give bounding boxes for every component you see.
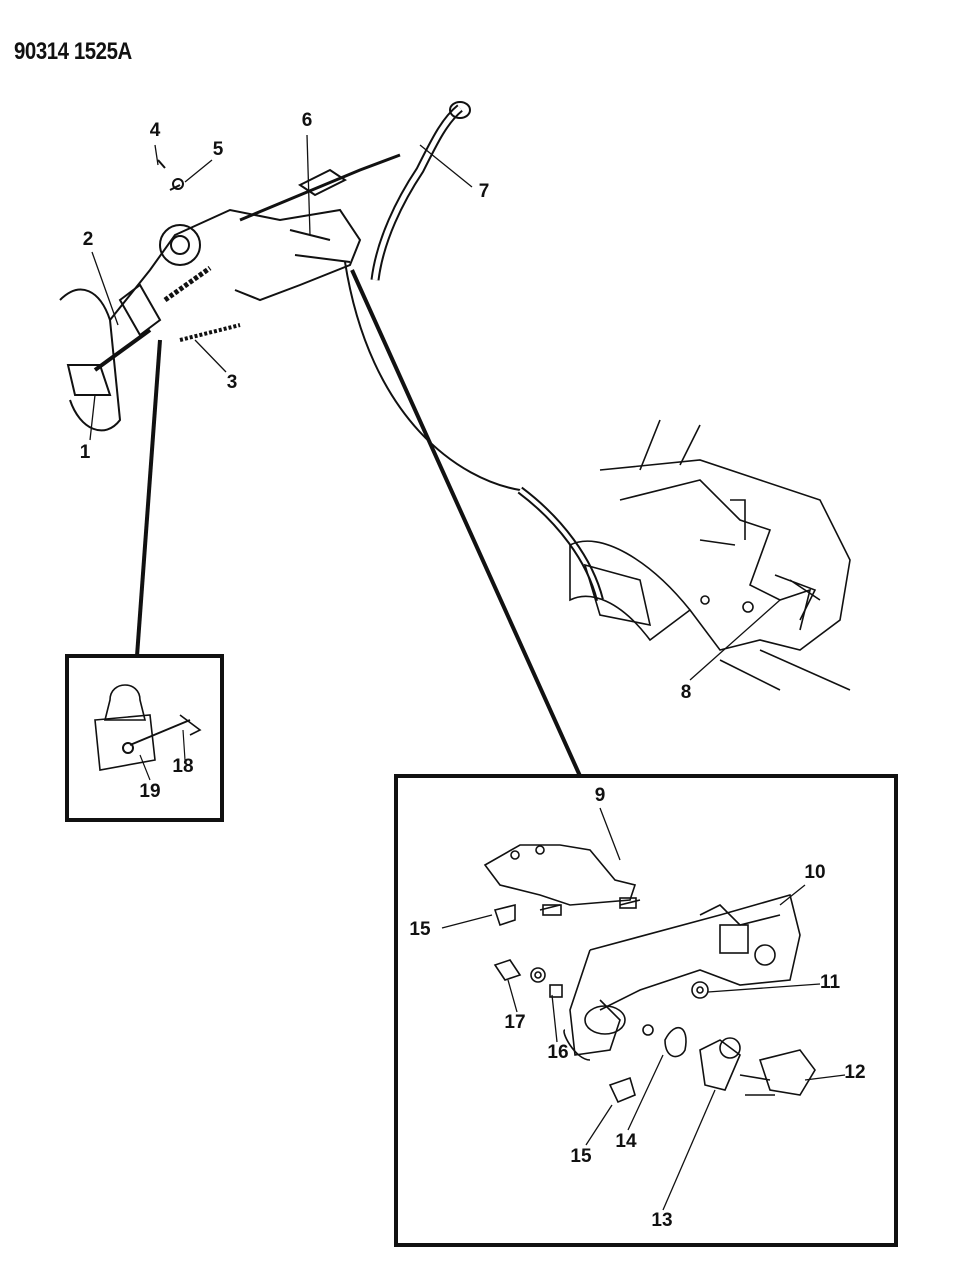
callout-6: 6 [301, 110, 313, 131]
leader-lines [89, 134, 781, 681]
callout-4: 4 [149, 120, 161, 141]
callout-15: 15 [409, 919, 431, 940]
inset-pointer-right [350, 269, 582, 777]
callout-14: 14 [615, 1131, 637, 1152]
bushing-13 [699, 1039, 741, 1091]
callout-5: 5 [212, 139, 224, 160]
callout-7: 7 [478, 181, 490, 202]
callout-8: 8 [680, 682, 692, 703]
callout-16: 16 [547, 1042, 569, 1063]
callout-10: 10 [804, 862, 826, 883]
parking-brake-assembly [59, 101, 521, 491]
pedal-pad [66, 364, 112, 396]
transmission-area [517, 419, 851, 691]
callout-12: 12 [844, 1062, 866, 1083]
bracket-9 [483, 844, 637, 906]
switch-12 [739, 1049, 816, 1096]
inset-left [65, 654, 224, 822]
inset-right [394, 774, 898, 1247]
callout-2: 2 [82, 229, 94, 250]
leader-lines-inset [441, 807, 846, 1211]
inset-pointer-left [135, 339, 162, 657]
callout-1: 1 [79, 442, 91, 463]
callout-11: 11 [819, 972, 841, 993]
callout-13: 13 [651, 1210, 673, 1231]
callout-15-lower: 15 [570, 1146, 592, 1167]
bracket-10 [569, 949, 621, 1056]
diagram-code: 90314 1525A [14, 38, 132, 65]
callout-17: 17 [504, 1012, 526, 1033]
callout-9: 9 [594, 785, 606, 806]
callout-3: 3 [226, 372, 238, 393]
callout-19: 19 [139, 781, 161, 802]
callout-18: 18 [172, 756, 194, 777]
